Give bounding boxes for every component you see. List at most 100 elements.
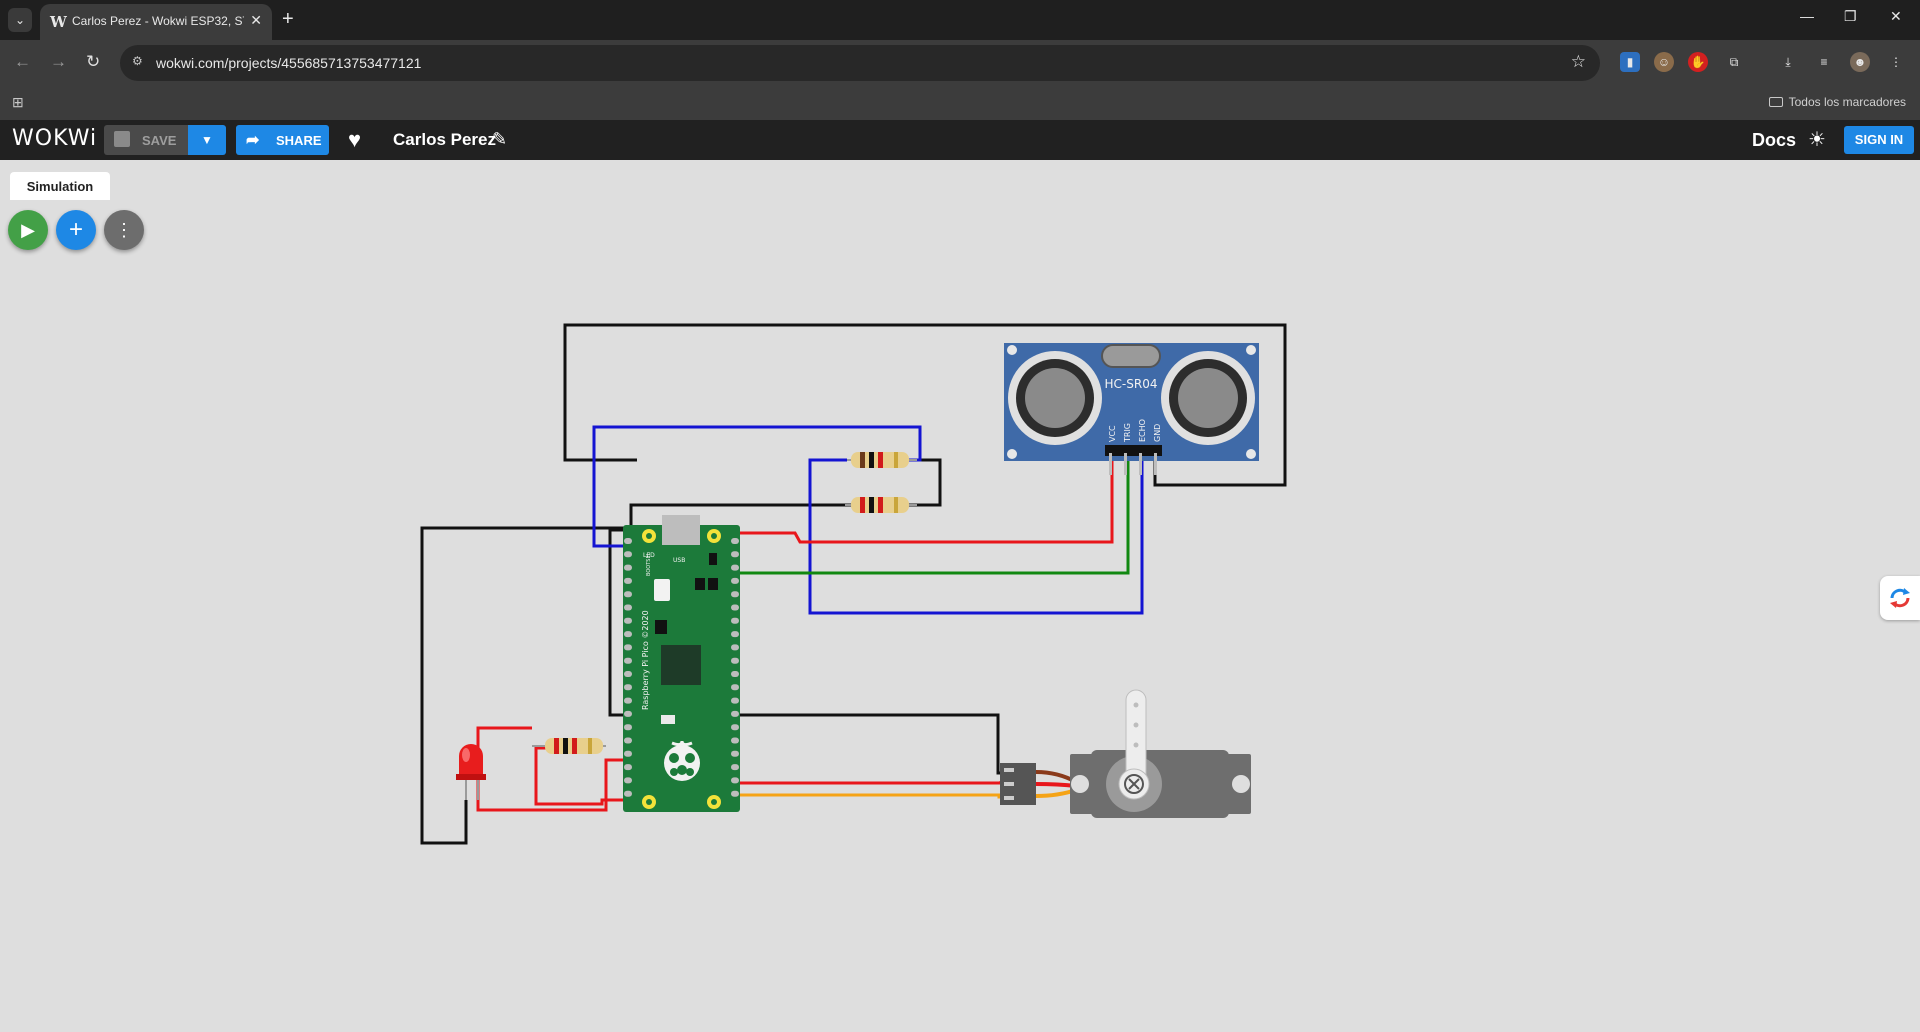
docs-link[interactable]: Docs — [1752, 130, 1797, 150]
wokwi-logo[interactable]: WOKWi — [12, 126, 98, 151]
pico-pin[interactable] — [731, 644, 739, 651]
minimize-icon[interactable]: — — [1800, 8, 1814, 24]
pico-pin[interactable] — [624, 617, 632, 624]
back-arrow-icon[interactable]: ← — [14, 52, 31, 71]
download-icon[interactable]: ⤓ — [1785, 55, 1791, 69]
like-heart-icon[interactable]: ♥ — [348, 127, 362, 152]
extension-1-icon[interactable]: ▮ — [1620, 52, 1640, 72]
pico-pin[interactable] — [731, 538, 739, 544]
pico-usb-label: USB — [673, 557, 685, 564]
tab-simulation[interactable]: Simulation — [10, 172, 110, 200]
chrome-menu-icon[interactable]: ⋮ — [1890, 55, 1902, 69]
sign-in-button[interactable]: SIGN IN — [1844, 126, 1914, 154]
sync-widget-icon[interactable] — [1880, 576, 1920, 620]
new-tab-plus-icon[interactable]: + — [282, 8, 294, 30]
all-bookmarks[interactable]: Todos los marcadores — [1768, 95, 1906, 109]
pico-pin[interactable] — [624, 671, 632, 677]
pico-pin[interactable] — [624, 591, 632, 598]
pico-led-label: LED — [643, 552, 655, 559]
wires-blue[interactable] — [592, 425, 1144, 615]
pico-pin[interactable] — [731, 551, 739, 558]
pico-pin[interactable] — [731, 671, 739, 677]
pico-pin[interactable] — [731, 697, 739, 704]
browser-toolbar: ← → ↻ ⚙ wokwi.com/projects/4556857137534… — [0, 40, 1920, 86]
tab-search-chevron-down-icon[interactable]: ⌄ — [8, 8, 32, 32]
pico-pin[interactable] — [731, 604, 739, 611]
address-bar[interactable]: ⚙ wokwi.com/projects/455685713753477121 … — [120, 45, 1600, 81]
servo-motor[interactable] — [1000, 689, 1251, 818]
sensor-pin-label: ECHO — [1138, 419, 1147, 442]
pico-pin[interactable] — [731, 591, 739, 598]
play-simulation-icon[interactable]: ▶ — [8, 210, 48, 250]
profile-avatar[interactable]: ☻ — [1850, 52, 1870, 72]
project-name[interactable]: Carlos Perez — [393, 130, 496, 149]
wire-green[interactable] — [632, 450, 1130, 575]
pico-pins-left — [624, 538, 632, 797]
theme-sun-icon[interactable]: ☀ — [1808, 129, 1826, 151]
pico-pin[interactable] — [731, 710, 739, 717]
pico-pin[interactable] — [624, 737, 632, 744]
pico-pin[interactable] — [624, 790, 632, 797]
pico-pin[interactable] — [624, 551, 632, 558]
save-button[interactable]: SAVE — [104, 125, 188, 155]
pico-pin[interactable] — [624, 604, 632, 611]
reload-icon[interactable]: ↻ — [86, 52, 101, 71]
share-arrow-icon: ➦ — [246, 132, 260, 149]
media-control-icon[interactable]: ≡ — [1820, 55, 1828, 69]
pico-pin[interactable] — [624, 764, 632, 771]
pico-pin[interactable] — [624, 631, 632, 638]
pico-pin[interactable] — [731, 737, 739, 744]
sensor-pin-label: TRIG — [1123, 423, 1132, 443]
pico-pin[interactable] — [624, 684, 632, 691]
forward-arrow-icon[interactable]: → — [50, 52, 67, 71]
pico-pin[interactable] — [624, 644, 632, 651]
raspberry-logo-icon — [664, 745, 700, 781]
pico-pin[interactable] — [731, 777, 739, 784]
pico-pin[interactable] — [624, 697, 632, 704]
wires-black[interactable] — [420, 323, 1287, 845]
pico-pin[interactable] — [624, 657, 632, 664]
pico-pin[interactable] — [731, 684, 739, 691]
bookmark-star-icon[interactable]: ☆ — [1570, 52, 1586, 71]
pico-pin[interactable] — [731, 631, 739, 638]
all-bookmarks-label: Todos los marcadores — [1788, 95, 1906, 109]
raspberry-pi-pico-board[interactable]: Raspberry Pi Pico ©2020 BOOTSEL USB LED — [623, 515, 740, 812]
restore-icon[interactable]: ❐ — [1844, 8, 1857, 24]
pico-pin[interactable] — [624, 538, 632, 544]
share-button-label: SHARE — [276, 133, 322, 148]
pico-pin[interactable] — [624, 724, 632, 731]
extensions-puzzle-icon[interactable]: ⧉ — [1729, 55, 1739, 69]
resistor-led[interactable] — [532, 738, 606, 754]
pico-pin[interactable] — [731, 750, 739, 757]
pico-pin[interactable] — [624, 577, 632, 584]
pico-pin[interactable] — [731, 577, 739, 584]
edit-pencil-icon[interactable]: ✎ — [492, 129, 508, 149]
more-options-icon[interactable]: ⋮ — [104, 210, 144, 250]
tab-close-icon[interactable]: ✕ — [250, 12, 262, 28]
pico-pin[interactable] — [731, 617, 739, 624]
pico-pin[interactable] — [624, 777, 632, 784]
window-close-icon[interactable]: ✕ — [1890, 8, 1902, 24]
simulation-workspace[interactable]: Simulation ▶ + ⋮ — [0, 160, 1920, 1032]
add-part-plus-icon[interactable]: + — [56, 210, 96, 250]
site-info-icon[interactable]: ⚙ — [132, 54, 143, 68]
save-dropdown-chevron-icon[interactable]: ▼ — [188, 125, 226, 155]
pico-pin[interactable] — [731, 764, 739, 771]
pico-pin[interactable] — [624, 564, 632, 571]
resistor-top-2[interactable] — [845, 497, 917, 513]
extension-2-icon[interactable]: ☺ — [1654, 52, 1674, 72]
pico-pin[interactable] — [624, 750, 632, 757]
browser-tab[interactable]: W Carlos Perez - Wokwi ESP32, ST ✕ — [40, 4, 272, 40]
pico-pin[interactable] — [731, 790, 739, 797]
pico-pin[interactable] — [624, 710, 632, 717]
red-led[interactable] — [456, 744, 486, 800]
extension-3-icon[interactable]: ✋ — [1688, 52, 1708, 72]
pico-pin[interactable] — [731, 657, 739, 664]
apps-grid-icon[interactable]: ⊞ — [12, 94, 24, 110]
floppy-disk-icon — [114, 131, 130, 147]
pico-pin[interactable] — [731, 564, 739, 571]
share-button[interactable]: ➦ SHARE — [236, 125, 329, 155]
resistor-top-1[interactable] — [847, 452, 917, 468]
pico-pin[interactable] — [731, 724, 739, 731]
